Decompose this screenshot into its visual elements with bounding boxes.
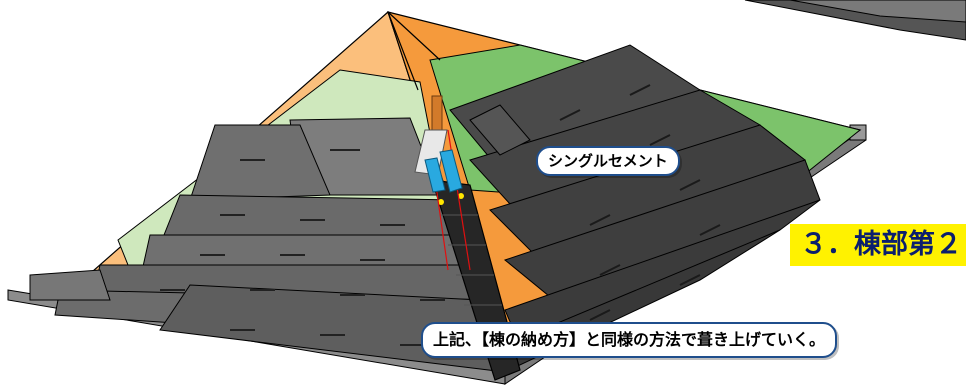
step-title-text: ３．棟部第２ xyxy=(800,229,962,260)
method-note-callout: 上記、【棟の納め方】と同様の方法で葺き上げていく。 xyxy=(421,322,838,358)
left-shingles xyxy=(29,117,506,373)
shingle-cement-callout: シングルセメント xyxy=(536,146,680,176)
step-title: ３．棟部第２ xyxy=(790,224,966,266)
putty-knife-icon xyxy=(414,95,448,176)
left-shingle-slots xyxy=(160,149,445,346)
cement-tube-icon xyxy=(424,149,463,193)
adjacent-roof-fragment xyxy=(744,0,966,41)
